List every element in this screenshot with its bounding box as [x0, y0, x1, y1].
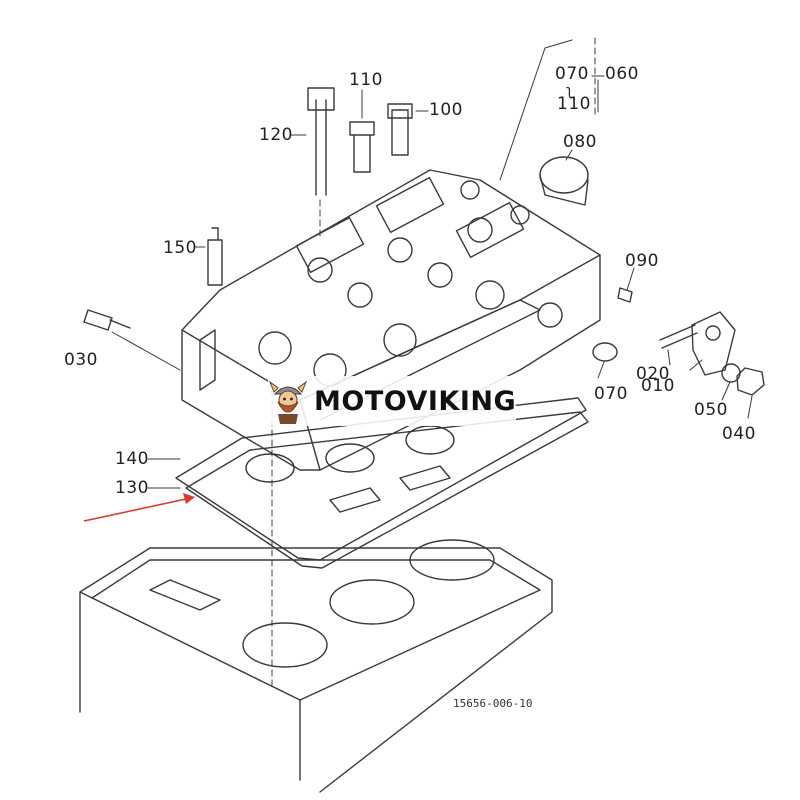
leader-lines	[111, 37, 753, 691]
callout-100: 100	[429, 100, 463, 120]
head-gasket	[175, 397, 589, 569]
callout-120: 120	[259, 125, 293, 145]
callout-150: 150	[163, 238, 197, 258]
watermark-logo: MOTOVIKING	[268, 376, 517, 426]
callout-070-group: 070	[555, 64, 589, 84]
callout-050: 050	[694, 400, 728, 420]
group-bracket: ʅ	[566, 83, 573, 99]
callout-040: 040	[722, 424, 756, 444]
callout-030: 030	[64, 350, 98, 370]
bolts-and-studs	[83, 87, 765, 396]
callout-010: 010	[641, 376, 675, 396]
callout-140: 140	[115, 449, 149, 469]
callout-130: 130	[115, 478, 149, 498]
watermark-text: MOTOVIKING	[314, 385, 517, 417]
viking-mascot-icon	[268, 380, 308, 424]
callout-110-group: 110	[557, 94, 591, 114]
engine-block	[79, 539, 553, 793]
cylinder-head	[181, 169, 601, 471]
callout-020: 020	[636, 364, 670, 384]
callout-110: 110	[349, 70, 383, 90]
drawing-sheet-code: 15656-006-10	[453, 697, 533, 710]
highlight-arrow	[83, 493, 195, 522]
callout-070: 070	[594, 384, 628, 404]
callout-080: 080	[563, 132, 597, 152]
callout-090: 090	[625, 251, 659, 271]
callout-060: 060	[605, 64, 639, 84]
